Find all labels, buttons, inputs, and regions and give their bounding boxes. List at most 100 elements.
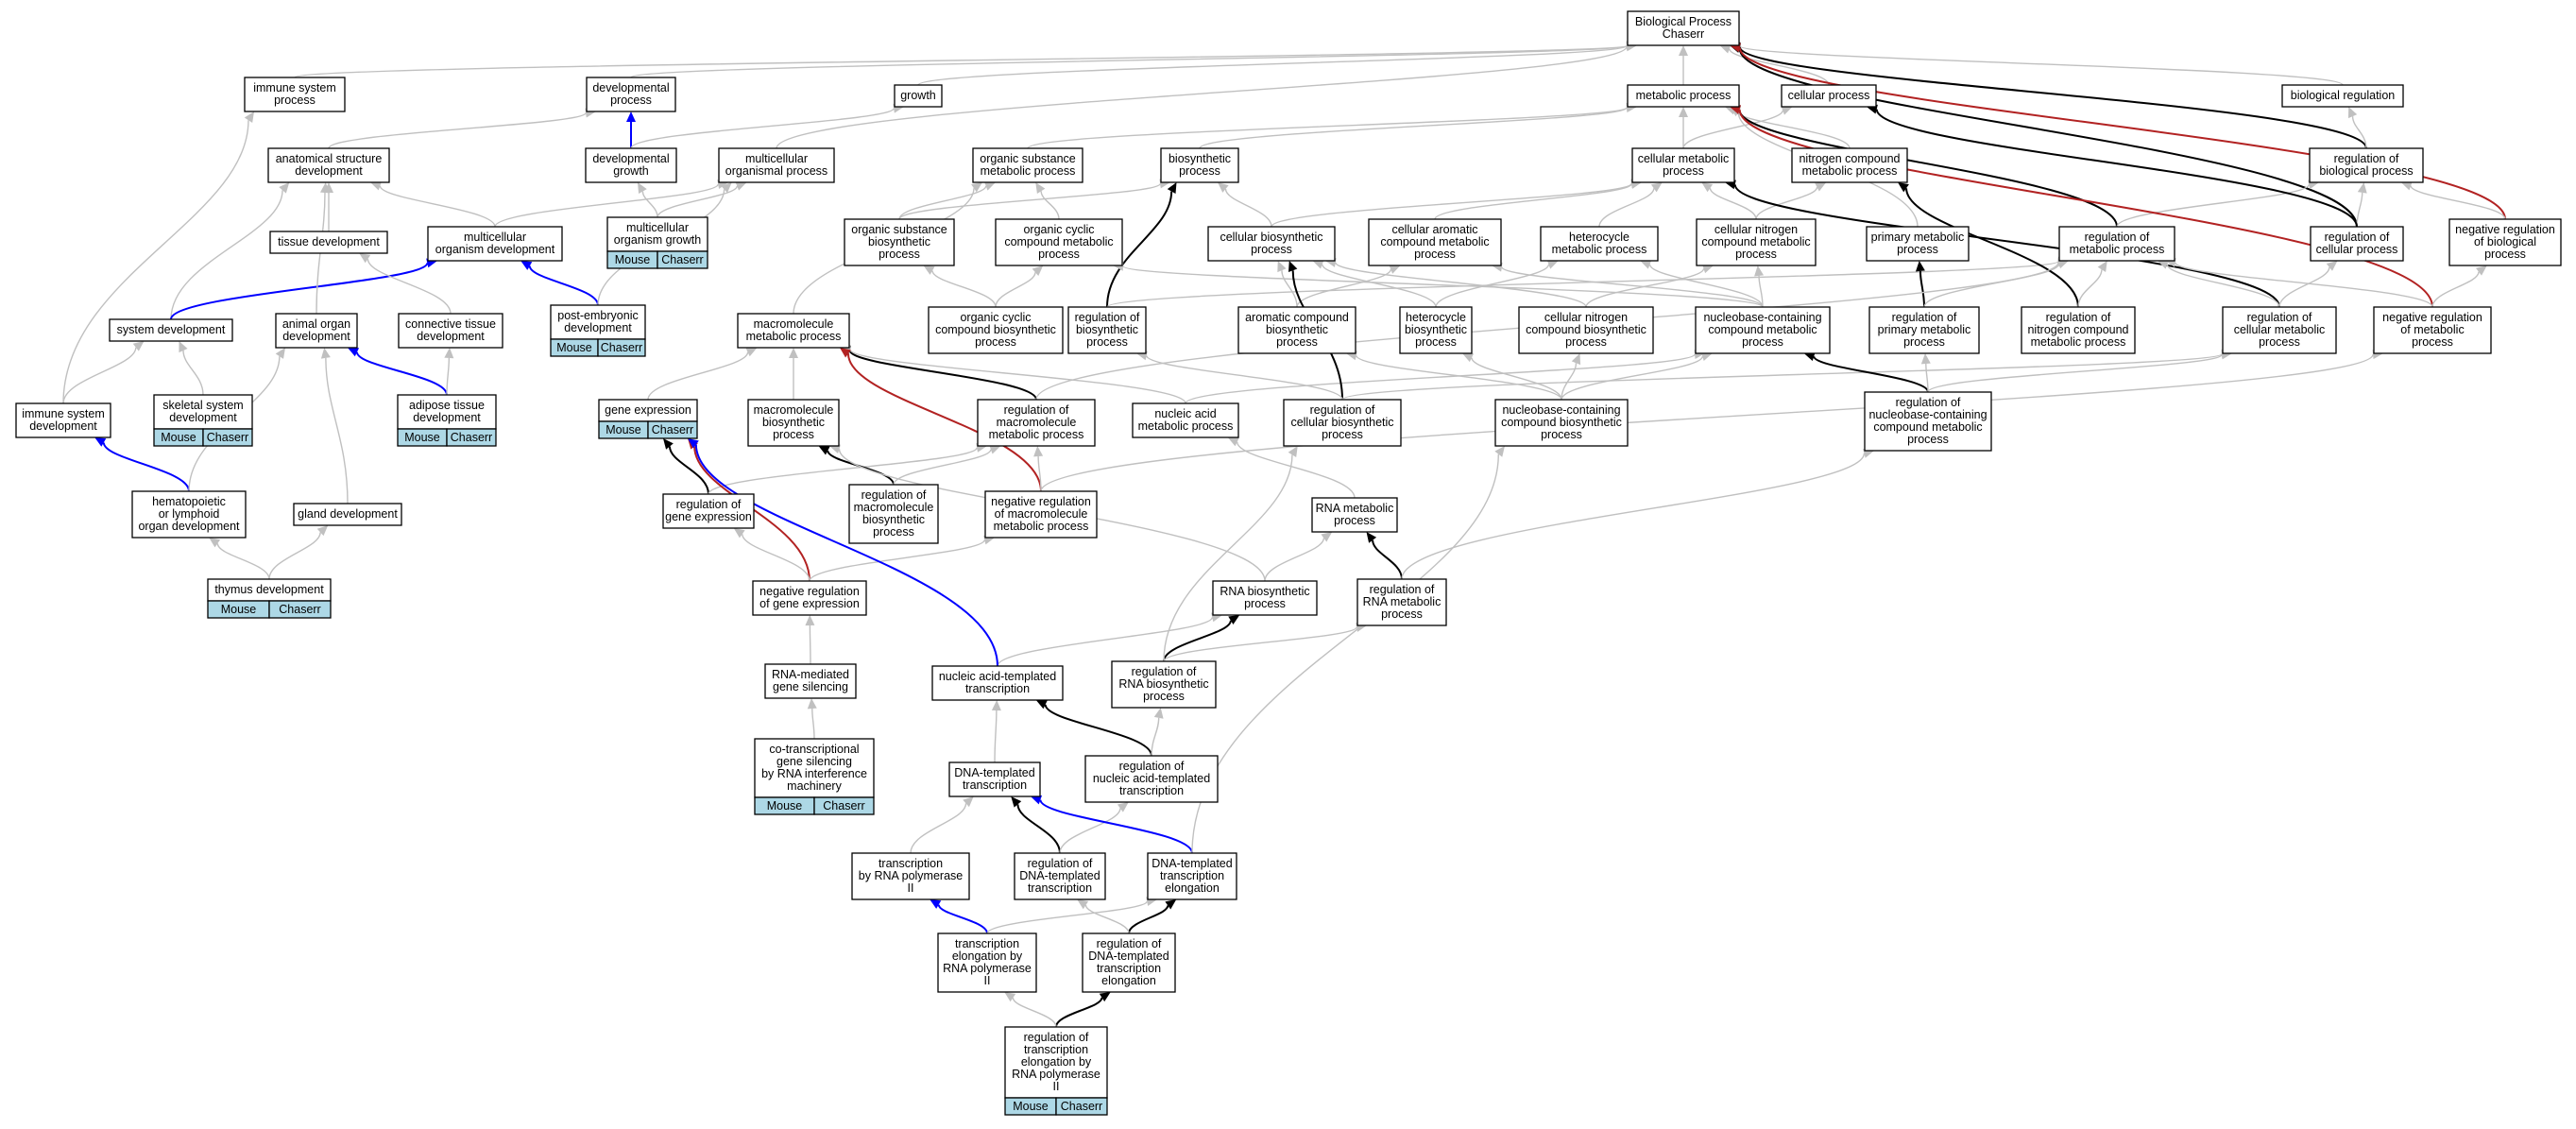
node-label-line: process xyxy=(1251,243,1292,256)
arrowhead xyxy=(1366,532,1377,543)
go-term-node-growth[interactable]: growth xyxy=(894,84,943,108)
node-label-line: biosynthetic xyxy=(1169,152,1231,165)
edge-regrnabio-to-rnabio xyxy=(1163,615,1240,662)
edge-arombio-to-cellbio xyxy=(1277,261,1298,308)
node-label-line: post-embryonic xyxy=(557,309,638,322)
species-tag-box xyxy=(657,250,708,269)
node-label-line: elongation xyxy=(1101,974,1156,987)
node-label-line: compound biosynthetic xyxy=(1501,416,1622,429)
edge-rnasil-to-neggene xyxy=(805,615,815,665)
edge-orgsubbio-to-biosynth xyxy=(898,179,1170,220)
go-term-node-sysdev[interactable]: system development xyxy=(109,318,233,342)
go-term-node-tissue[interactable]: tissue development xyxy=(269,231,388,254)
go-term-node-cellular[interactable]: cellular process xyxy=(1781,84,1877,108)
go-term-node-gland[interactable]: gland development xyxy=(293,503,402,526)
go-term-node-regmacrobio[interactable]: regulation ofmacromoleculebiosyntheticpr… xyxy=(848,484,939,544)
go-term-node-regnuc[interactable]: regulation ofnucleobase-containingcompou… xyxy=(1864,391,1992,452)
go-term-node-bioreg[interactable]: biological regulation xyxy=(2281,84,2404,108)
arrowhead xyxy=(829,444,841,454)
edge-neggene-to-reggene xyxy=(733,528,810,582)
node-box xyxy=(948,761,1041,797)
node-label-line: gland development xyxy=(298,507,398,521)
arrowhead xyxy=(279,182,290,194)
go-term-node-metabolic[interactable]: metabolic process xyxy=(1627,84,1740,108)
node-box xyxy=(275,313,358,349)
node-label-line: process xyxy=(873,525,914,539)
node-label-line: transcription xyxy=(1024,1043,1088,1056)
arrowhead xyxy=(2357,182,2367,194)
node-label-line: RNA biosynthetic xyxy=(1220,585,1309,598)
node-label-line: compound metabolic xyxy=(1708,323,1817,336)
go-term-node-regdnaelong[interactable]: regulation ofDNA-templatedtranscriptione… xyxy=(1082,932,1176,993)
arrowhead xyxy=(359,253,371,264)
edge-sysdev-to-multidev xyxy=(170,258,437,320)
edge-adipose-to-conn xyxy=(444,348,454,396)
